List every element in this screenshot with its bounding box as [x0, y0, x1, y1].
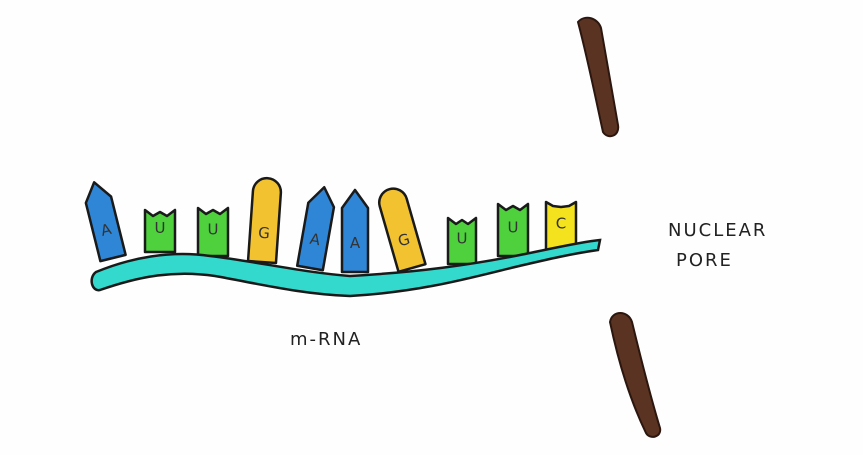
- base-shape: [248, 177, 282, 263]
- base-3-u: U: [198, 208, 228, 256]
- base-6-a: A: [342, 190, 368, 272]
- nuclear-pore-wall-top: [578, 18, 618, 136]
- base-shape: [376, 185, 426, 272]
- base-10-c: C: [546, 202, 576, 250]
- base-shape: [342, 190, 368, 272]
- pore-label: PORE: [676, 250, 733, 271]
- base-letter: U: [457, 229, 468, 247]
- base-5-a: A: [297, 185, 337, 270]
- base-2-u: U: [145, 210, 175, 252]
- base-letter: C: [556, 214, 566, 232]
- nuclear-label: NUCLEAR: [668, 220, 767, 241]
- base-8-u: U: [448, 218, 476, 264]
- base-letter: G: [258, 224, 271, 243]
- base-letter: U: [155, 219, 166, 237]
- base-letter: U: [508, 219, 519, 237]
- base-shape: [297, 185, 337, 270]
- nuclear-pore-wall-bottom: [610, 313, 660, 437]
- base-shape: [82, 179, 126, 261]
- base-letter: A: [350, 234, 361, 252]
- base-7-g: G: [376, 185, 426, 272]
- base-9-u: U: [498, 204, 528, 256]
- base-1-a: A: [82, 179, 126, 261]
- base-letter: U: [208, 220, 219, 238]
- base-4-g: G: [248, 177, 282, 263]
- mrna-label: m-RNA: [290, 329, 362, 350]
